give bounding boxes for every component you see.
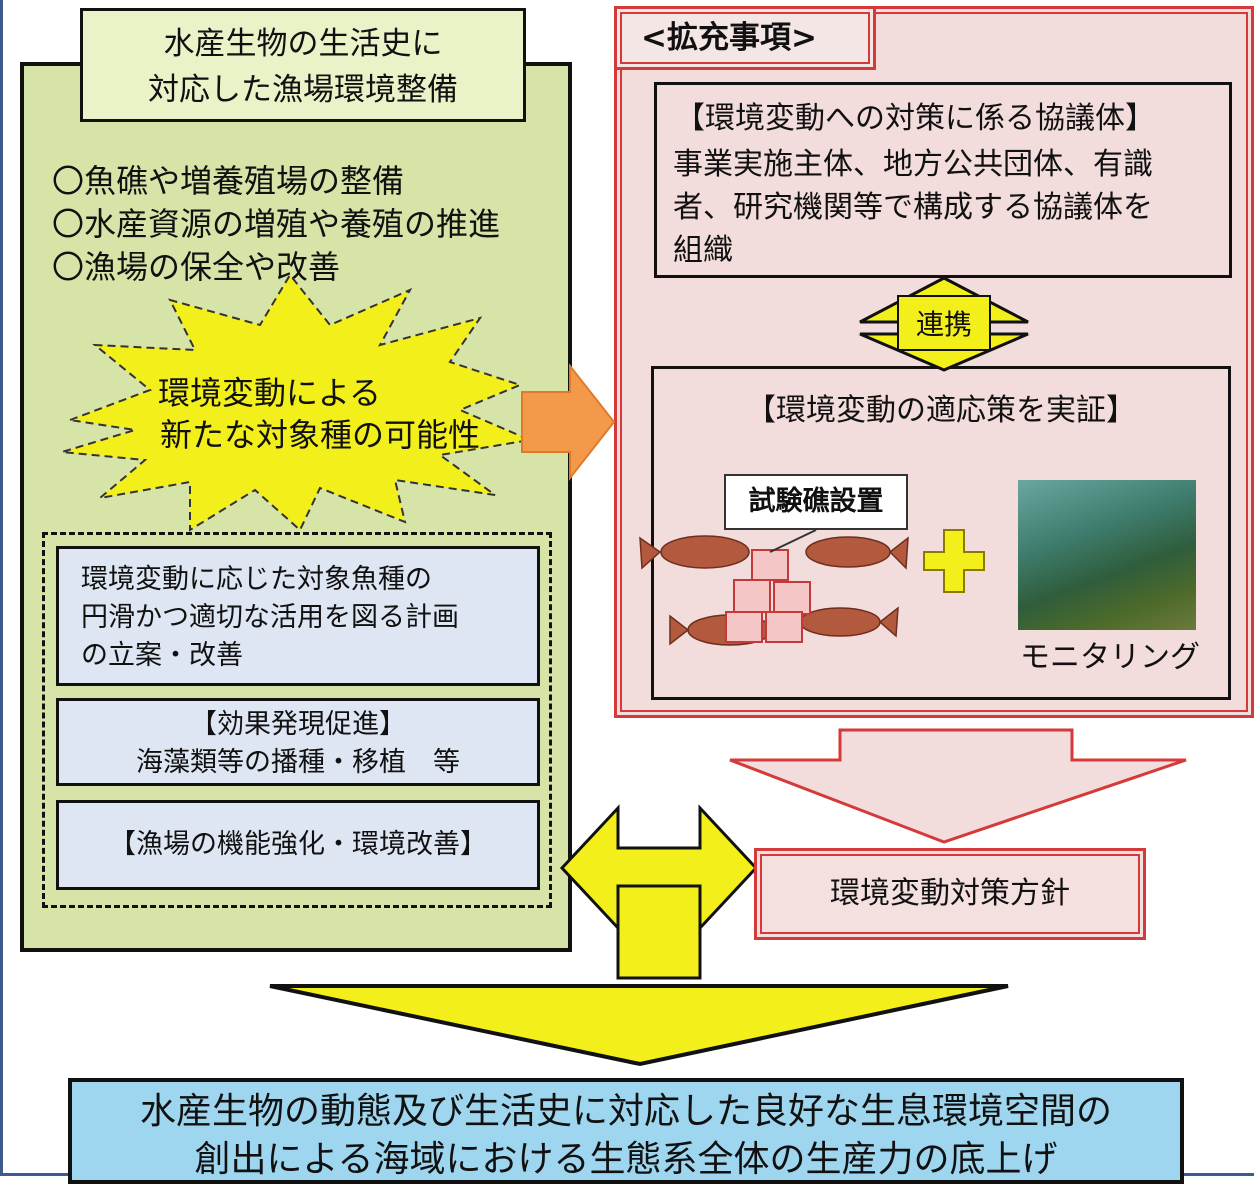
council-line: 組織 xyxy=(673,233,733,268)
pink-down-arrow xyxy=(729,728,1187,844)
left-title: 水産生物の生活史に 対応した漁場環境整備 xyxy=(80,8,526,122)
effect-box: 【効果発現促進】 海藻類等の播種・移植 等 xyxy=(56,698,540,786)
council-line: 事業実施主体、地方公共団体、有識 xyxy=(673,147,1153,182)
diver-photo xyxy=(1018,480,1196,630)
outcome-line: 創出による海域における生態系全体の生産力の底上げ xyxy=(194,1139,1058,1180)
council-body: 事業実施主体、地方公共団体、有識 者、研究機関等で構成する協議体を 組織 xyxy=(657,137,1229,272)
plan-box: 環境変動に応じた対象魚種の 円滑かつ適切な活用を図る計画 の立案・改善 xyxy=(56,546,540,686)
policy-box: 環境変動対策方針 xyxy=(754,848,1146,940)
plan-line: 環境変動に応じた対象魚種の xyxy=(81,564,432,595)
link-label-box xyxy=(897,295,991,351)
plan-line: 円滑かつ適切な活用を図る計画 xyxy=(81,602,459,633)
burst-text-2: 新たな対象種の可能性 xyxy=(160,416,480,454)
plus-icon xyxy=(923,529,985,593)
plan-line: の立案・改善 xyxy=(81,640,243,671)
left-title-line: 対応した漁場環境整備 xyxy=(148,72,458,108)
test-reef-label: 試験礁設置 xyxy=(724,474,908,530)
burst-text-1: 環境変動による xyxy=(158,374,381,412)
bullet-item: 〇水産資源の増殖や養殖の推進 xyxy=(52,205,501,243)
function-box: 【漁場の機能強化・環境改善】 xyxy=(56,800,540,890)
effect-line: 海藻類等の播種・移植 等 xyxy=(136,747,460,778)
outcome-box: 水産生物の動態及び生活史に対応した良好な生息環境空間の 創出による海域における生… xyxy=(68,1078,1184,1184)
council-line: 者、研究機関等で構成する協議体を xyxy=(673,190,1153,225)
reef-block-icon xyxy=(725,549,811,643)
yellow-connector xyxy=(616,884,702,980)
orange-arrow xyxy=(521,363,616,481)
measures-dashed-box xyxy=(42,532,552,908)
demonstration-title: 【環境変動の適応策を実証】 xyxy=(746,393,1136,428)
bullet-item: 〇魚礁や増養殖場の整備 xyxy=(52,162,405,200)
effect-line: 【効果発現促進】 xyxy=(190,709,406,740)
expansion-tag: <拡充事項> xyxy=(614,6,876,70)
left-title-line: 水産生物の生活史に xyxy=(163,26,443,62)
yellow-down-triangle xyxy=(269,984,1009,1067)
council-title: 【環境変動への対策に係る協議体】 xyxy=(675,101,1155,136)
outcome-line: 水産生物の動態及び生活史に対応した良好な生息環境空間の xyxy=(139,1091,1112,1132)
starburst-shape xyxy=(61,273,534,532)
monitoring-label: モニタリング xyxy=(1020,640,1200,675)
link-label: 連携 xyxy=(916,308,972,341)
council-box: 【環境変動への対策に係る協議体】 事業実施主体、地方公共団体、有識 者、研究機関… xyxy=(654,82,1232,278)
